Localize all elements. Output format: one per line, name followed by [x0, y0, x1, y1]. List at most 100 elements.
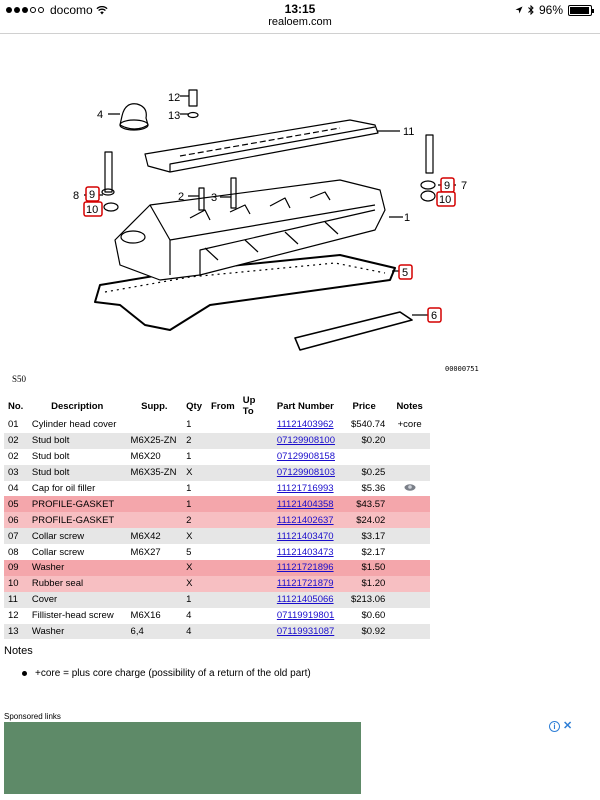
cell-notes — [389, 544, 430, 561]
cell-from — [206, 623, 239, 640]
part-number-link[interactable]: 11121716993 — [276, 483, 334, 494]
cell-price: $1.50 — [338, 560, 390, 576]
cell-notes — [389, 432, 430, 449]
cell-notes: +core — [389, 417, 430, 433]
cell-notes — [389, 496, 430, 513]
bullet-icon — [22, 671, 27, 676]
cell-part: 11121403473 — [272, 544, 339, 561]
col-part-number: Part Number — [272, 395, 339, 417]
cell-qty: 1 — [182, 417, 207, 433]
cell-from — [206, 512, 239, 529]
part-number-link[interactable]: 11121403473 — [276, 546, 334, 558]
cell-from — [206, 560, 239, 576]
cell-no: 02 — [4, 448, 28, 465]
callout-2: 2 — [178, 191, 184, 203]
cell-from — [206, 575, 239, 592]
callout-7: 7 — [461, 180, 467, 192]
cell-supp — [126, 512, 183, 529]
ad-close-icon[interactable]: ✕ — [563, 720, 573, 732]
part-number-link[interactable]: 11121721896 — [276, 562, 334, 574]
part-number-link[interactable]: 07119919801 — [276, 610, 335, 622]
part-number-link[interactable]: 11121404358 — [276, 498, 334, 510]
signal-icon — [6, 7, 44, 13]
cell-desc: PROFILE-GASKET — [27, 512, 127, 529]
part-number-link[interactable]: 07129908158 — [276, 451, 335, 463]
cell-supp: M6X35-ZN — [126, 464, 183, 481]
col-description: Description — [27, 395, 127, 417]
cell-upto — [238, 607, 273, 624]
cell-no: 11 — [4, 591, 28, 608]
cell-qty: 5 — [182, 544, 207, 561]
callout-8: 8 — [73, 190, 79, 202]
cell-part: 07129908158 — [272, 448, 339, 465]
cell-desc: Cap for oil filler — [27, 480, 127, 497]
part-number-link[interactable]: 07129908100 — [276, 435, 335, 447]
bluetooth-icon — [528, 5, 534, 15]
part-number-link[interactable]: 11121405066 — [276, 594, 334, 606]
cell-from — [206, 591, 239, 608]
battery-fill — [570, 6, 590, 14]
cell-from — [206, 544, 239, 561]
cell-supp: M6X16 — [126, 607, 183, 624]
cell-notes — [389, 448, 430, 465]
col-supp: Supp. — [126, 395, 183, 417]
cell-desc: Rubber seal — [27, 575, 127, 592]
part-number-link[interactable]: 11121403962 — [276, 419, 334, 431]
cell-desc: PROFILE-GASKET — [27, 496, 127, 513]
cell-desc: Collar screw — [27, 528, 127, 545]
callout-3: 3 — [211, 192, 217, 204]
parts-diagram: 4 12 13 11 2 3 1 8 7 9 10 9 10 5 6 — [73, 89, 467, 351]
cell-qty: 1 — [182, 480, 207, 497]
cell-upto — [238, 496, 273, 513]
cell-from — [206, 528, 239, 545]
cell-desc: Washer — [27, 623, 127, 640]
cell-notes — [389, 528, 430, 545]
photo-icon[interactable] — [404, 483, 416, 491]
table-header-row: No. Description Supp. Qty From Up To Par… — [4, 395, 430, 417]
cell-notes — [389, 607, 430, 624]
cell-part: 11121721879 — [272, 575, 339, 592]
cell-supp: M6X20 — [126, 448, 183, 465]
cell-upto — [238, 464, 273, 481]
cell-notes — [389, 464, 430, 481]
cell-upto — [238, 623, 273, 640]
cell-desc: Fillister-head screw — [27, 607, 127, 624]
callout-10-right: 10 — [439, 194, 451, 206]
part-number-link[interactable]: 11121403470 — [276, 530, 334, 542]
part-number-link[interactable]: 07119931087 — [276, 626, 335, 638]
cell-notes — [389, 575, 430, 592]
part-number-link[interactable]: 07129908103 — [276, 467, 335, 479]
cell-no: 13 — [4, 623, 28, 640]
model-label: S50 — [12, 374, 27, 384]
cell-no: 10 — [4, 575, 28, 592]
ad-info-icon[interactable]: i — [549, 721, 560, 732]
ad-controls: i ✕ — [549, 721, 572, 732]
cell-supp: 6,4 — [126, 623, 183, 640]
status-right: 96% — [515, 3, 594, 17]
cell-qty: 4 — [182, 607, 207, 624]
note-item: +core = plus core charge (possibility of… — [35, 668, 311, 679]
part-number-link[interactable]: 11121721879 — [276, 578, 334, 590]
cell-part: 07119931087 — [272, 623, 339, 640]
cell-price — [338, 448, 390, 465]
cell-from — [206, 480, 239, 497]
url-bar[interactable]: realoem.com — [268, 16, 332, 28]
cell-part: 11121404358 — [272, 496, 339, 513]
col-notes: Notes — [389, 395, 430, 417]
part-number-link[interactable]: 11121402637 — [276, 514, 334, 526]
col-upto: Up To — [238, 395, 273, 417]
cell-no: 07 — [4, 528, 28, 545]
ad-banner[interactable] — [4, 722, 361, 794]
cell-supp — [126, 496, 183, 513]
diagram-code: 00000751 — [445, 365, 479, 373]
cell-price: $1.20 — [338, 575, 390, 592]
cell-desc: Washer — [27, 560, 127, 576]
